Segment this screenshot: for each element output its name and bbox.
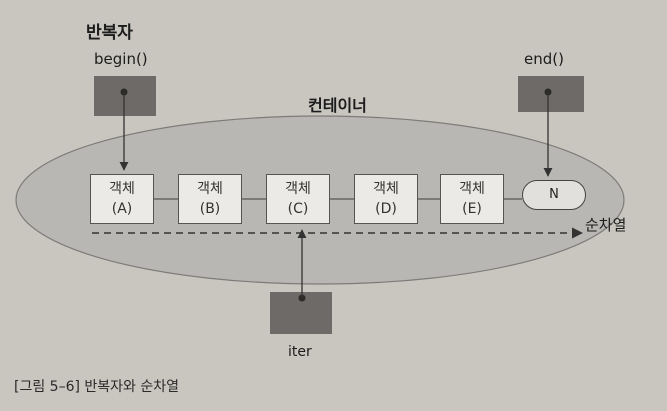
object-d-name: 객체 bbox=[373, 181, 399, 197]
object-a-name: 객체 bbox=[109, 181, 135, 197]
object-d-letter: (D) bbox=[375, 201, 397, 217]
begin-iterator-box bbox=[94, 76, 156, 116]
object-d: 객체 (D) bbox=[354, 174, 418, 224]
object-e: 객체 (E) bbox=[440, 174, 504, 224]
object-c-name: 객체 bbox=[285, 181, 311, 197]
begin-label: begin() bbox=[94, 50, 148, 68]
end-iterator-box bbox=[518, 76, 584, 112]
object-b-name: 객체 bbox=[197, 181, 223, 197]
end-label: end() bbox=[524, 50, 564, 68]
object-b-letter: (B) bbox=[199, 201, 221, 217]
object-a-letter: (A) bbox=[111, 201, 133, 217]
iterator-title: 반복자 bbox=[86, 23, 133, 43]
object-c-letter: (C) bbox=[287, 201, 309, 217]
iter-label: iter bbox=[288, 344, 312, 360]
object-e-letter: (E) bbox=[462, 201, 482, 217]
sequence-label: 순차열 bbox=[585, 216, 627, 234]
object-a: 객체 (A) bbox=[90, 174, 154, 224]
background-page-text bbox=[600, 4, 604, 18]
object-c: 객체 (C) bbox=[266, 174, 330, 224]
object-e-name: 객체 bbox=[459, 181, 485, 197]
end-node: N bbox=[522, 180, 586, 210]
figure-caption: [그림 5–6] 반복자와 순차열 bbox=[14, 379, 180, 395]
object-b: 객체 (B) bbox=[178, 174, 242, 224]
container-label: 컨테이너 bbox=[308, 96, 367, 115]
